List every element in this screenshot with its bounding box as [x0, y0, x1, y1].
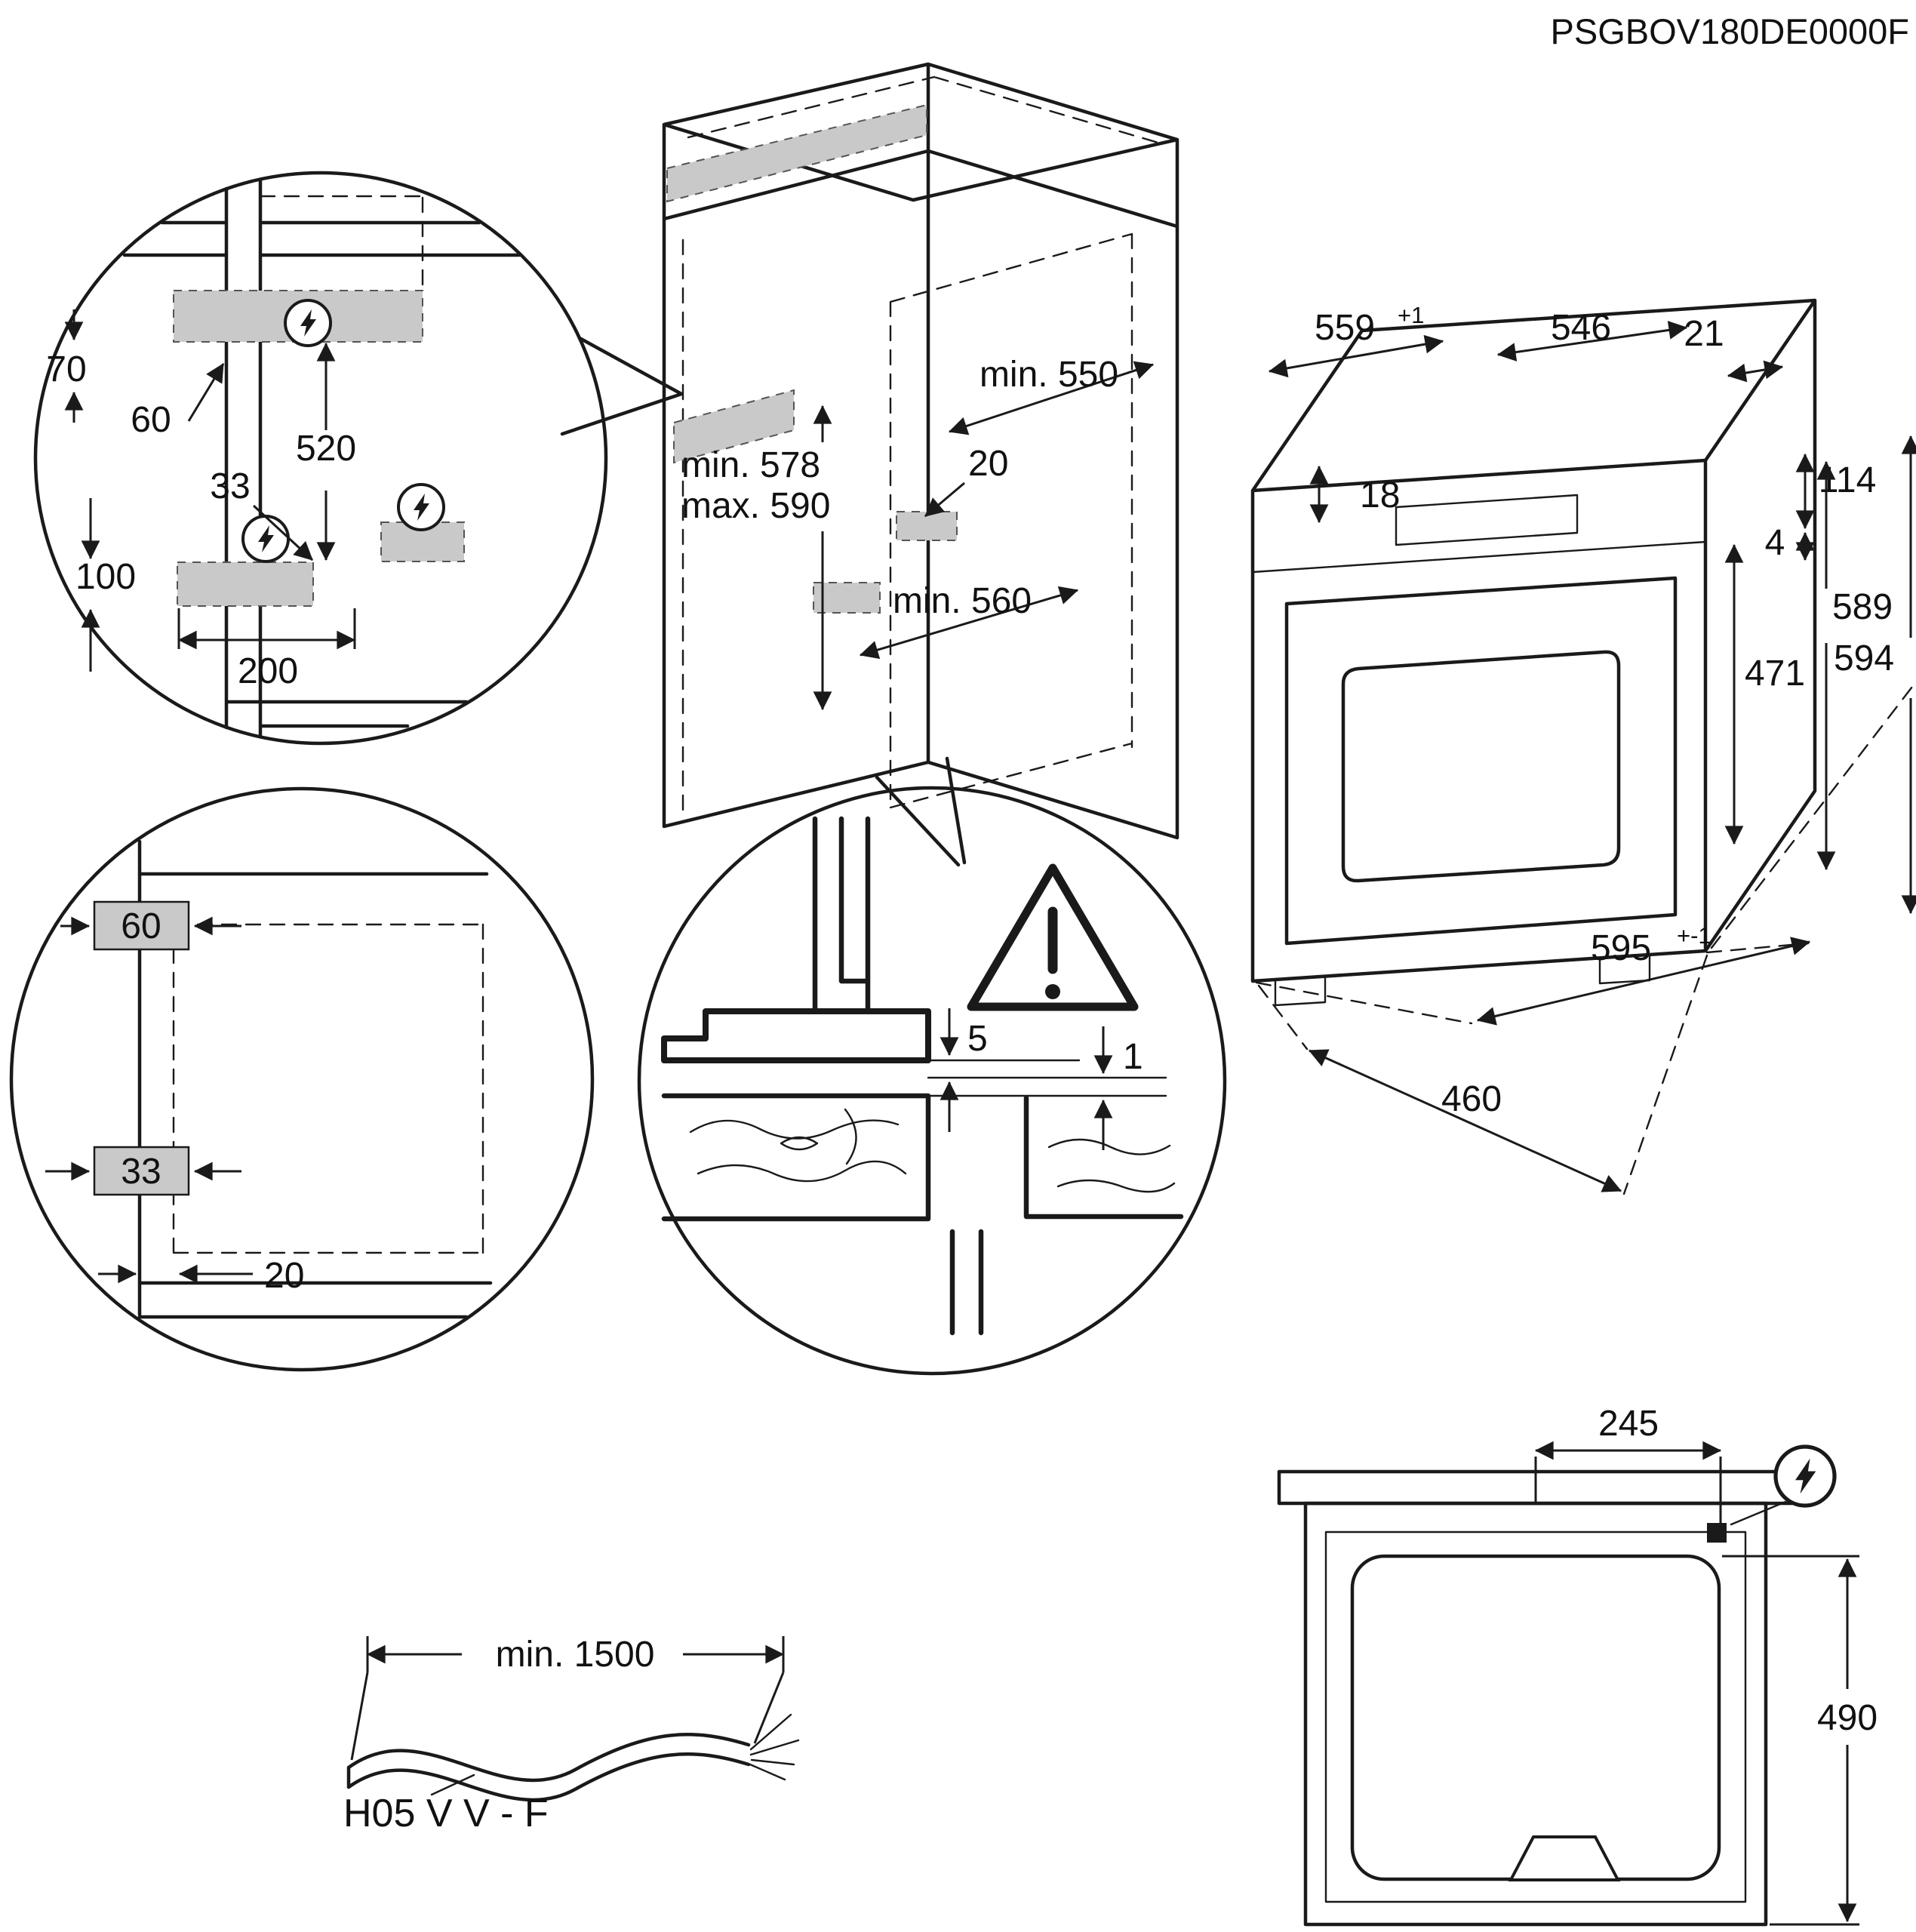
dim-label-100: 100: [75, 557, 136, 597]
door-window: [1341, 650, 1621, 883]
zone-top-square: [93, 900, 190, 951]
panel-gap-detail: 5 1: [637, 786, 1227, 1376]
dim-label-21: 21: [1684, 314, 1724, 354]
dim-label-1: 1: [1123, 1037, 1143, 1077]
dim-label-niche-width: min. 550: [980, 355, 1118, 395]
dim-label-front-20: 20: [264, 1256, 304, 1296]
dim-label-70: 70: [46, 349, 86, 389]
zone-bottom-square: [93, 1146, 190, 1196]
dim-label-589: 589: [1832, 587, 1893, 627]
dim-label-4: 4: [1765, 523, 1785, 563]
power-cable-spec: min. 1500 H05 V V - F: [343, 1635, 800, 1835]
oven-dimensions-view: 559 +1 546 21 18 114 4 589 594 471 595 +…: [1250, 298, 1916, 1195]
cable-type-label: H05 V V - F: [343, 1792, 549, 1835]
dim-label-546: 546: [1551, 308, 1611, 348]
cable-strands: [749, 1713, 800, 1781]
warning-icon: [967, 863, 1139, 1011]
dim-label-niche-height-max: max. 590: [681, 486, 830, 526]
dim-label-520: 520: [296, 429, 356, 469]
dim-label-front-60: 60: [121, 906, 161, 946]
dim-label-niche-depth: min. 560: [893, 581, 1032, 621]
dim-label-60: 60: [131, 400, 171, 440]
electrical-connection-icon: [1776, 1447, 1835, 1506]
dim-label-33: 33: [210, 466, 250, 506]
dim-label-595: 595: [1591, 928, 1651, 968]
dim-label-460: 460: [1441, 1079, 1502, 1119]
dim-label-niche-height-min: min. 578: [681, 445, 820, 485]
callout-wedge: [560, 336, 684, 436]
electrical-connection-icon: [284, 299, 332, 347]
document-code: PSGBOV180DE0000F: [1551, 11, 1910, 51]
electrical-connection-icon: [397, 483, 445, 531]
electrical-connection-icon: [241, 515, 290, 563]
dim-label-595-tolerance: +-1: [1677, 922, 1711, 949]
dim-label-559: 559: [1315, 308, 1375, 348]
dim-label-245: 245: [1598, 1404, 1659, 1444]
wood-grain: [689, 1108, 1176, 1193]
dim-label-200: 200: [238, 651, 298, 691]
control-display: [1395, 494, 1579, 546]
zone-side-strip: [673, 389, 795, 464]
dim-label-5: 5: [967, 1019, 988, 1059]
dim-label-zone-offset: 20: [968, 444, 1008, 484]
front-niche-detail: 60 33 20: [9, 786, 595, 1372]
dim-label-490: 490: [1817, 1698, 1878, 1738]
connection-point: [1707, 1523, 1727, 1543]
dim-label-cable-length: min. 1500: [496, 1635, 655, 1675]
side-section-detail: 70 60 520 33 100 200: [33, 171, 684, 746]
callout-wedge-bottom: [875, 756, 967, 867]
door-seal-outline: [1350, 1554, 1721, 1881]
tall-cabinet-niche: min. 550 min. 578 max. 590 20 min. 560: [662, 62, 1179, 840]
dim-label-471: 471: [1745, 654, 1805, 694]
zone-base: [177, 561, 314, 607]
dim-label-594: 594: [1834, 638, 1894, 678]
dim-label-18: 18: [1360, 475, 1400, 515]
dim-label-front-33: 33: [121, 1152, 161, 1192]
oven-door: [1284, 576, 1678, 946]
door-notch: [1508, 1835, 1621, 1881]
zone-top-strip: [666, 103, 927, 203]
cable-drawing: [346, 1733, 751, 1802]
dim-label-559-tolerance: +1: [1398, 302, 1424, 328]
oven-top-view: 245 490: [1277, 1404, 1878, 1927]
